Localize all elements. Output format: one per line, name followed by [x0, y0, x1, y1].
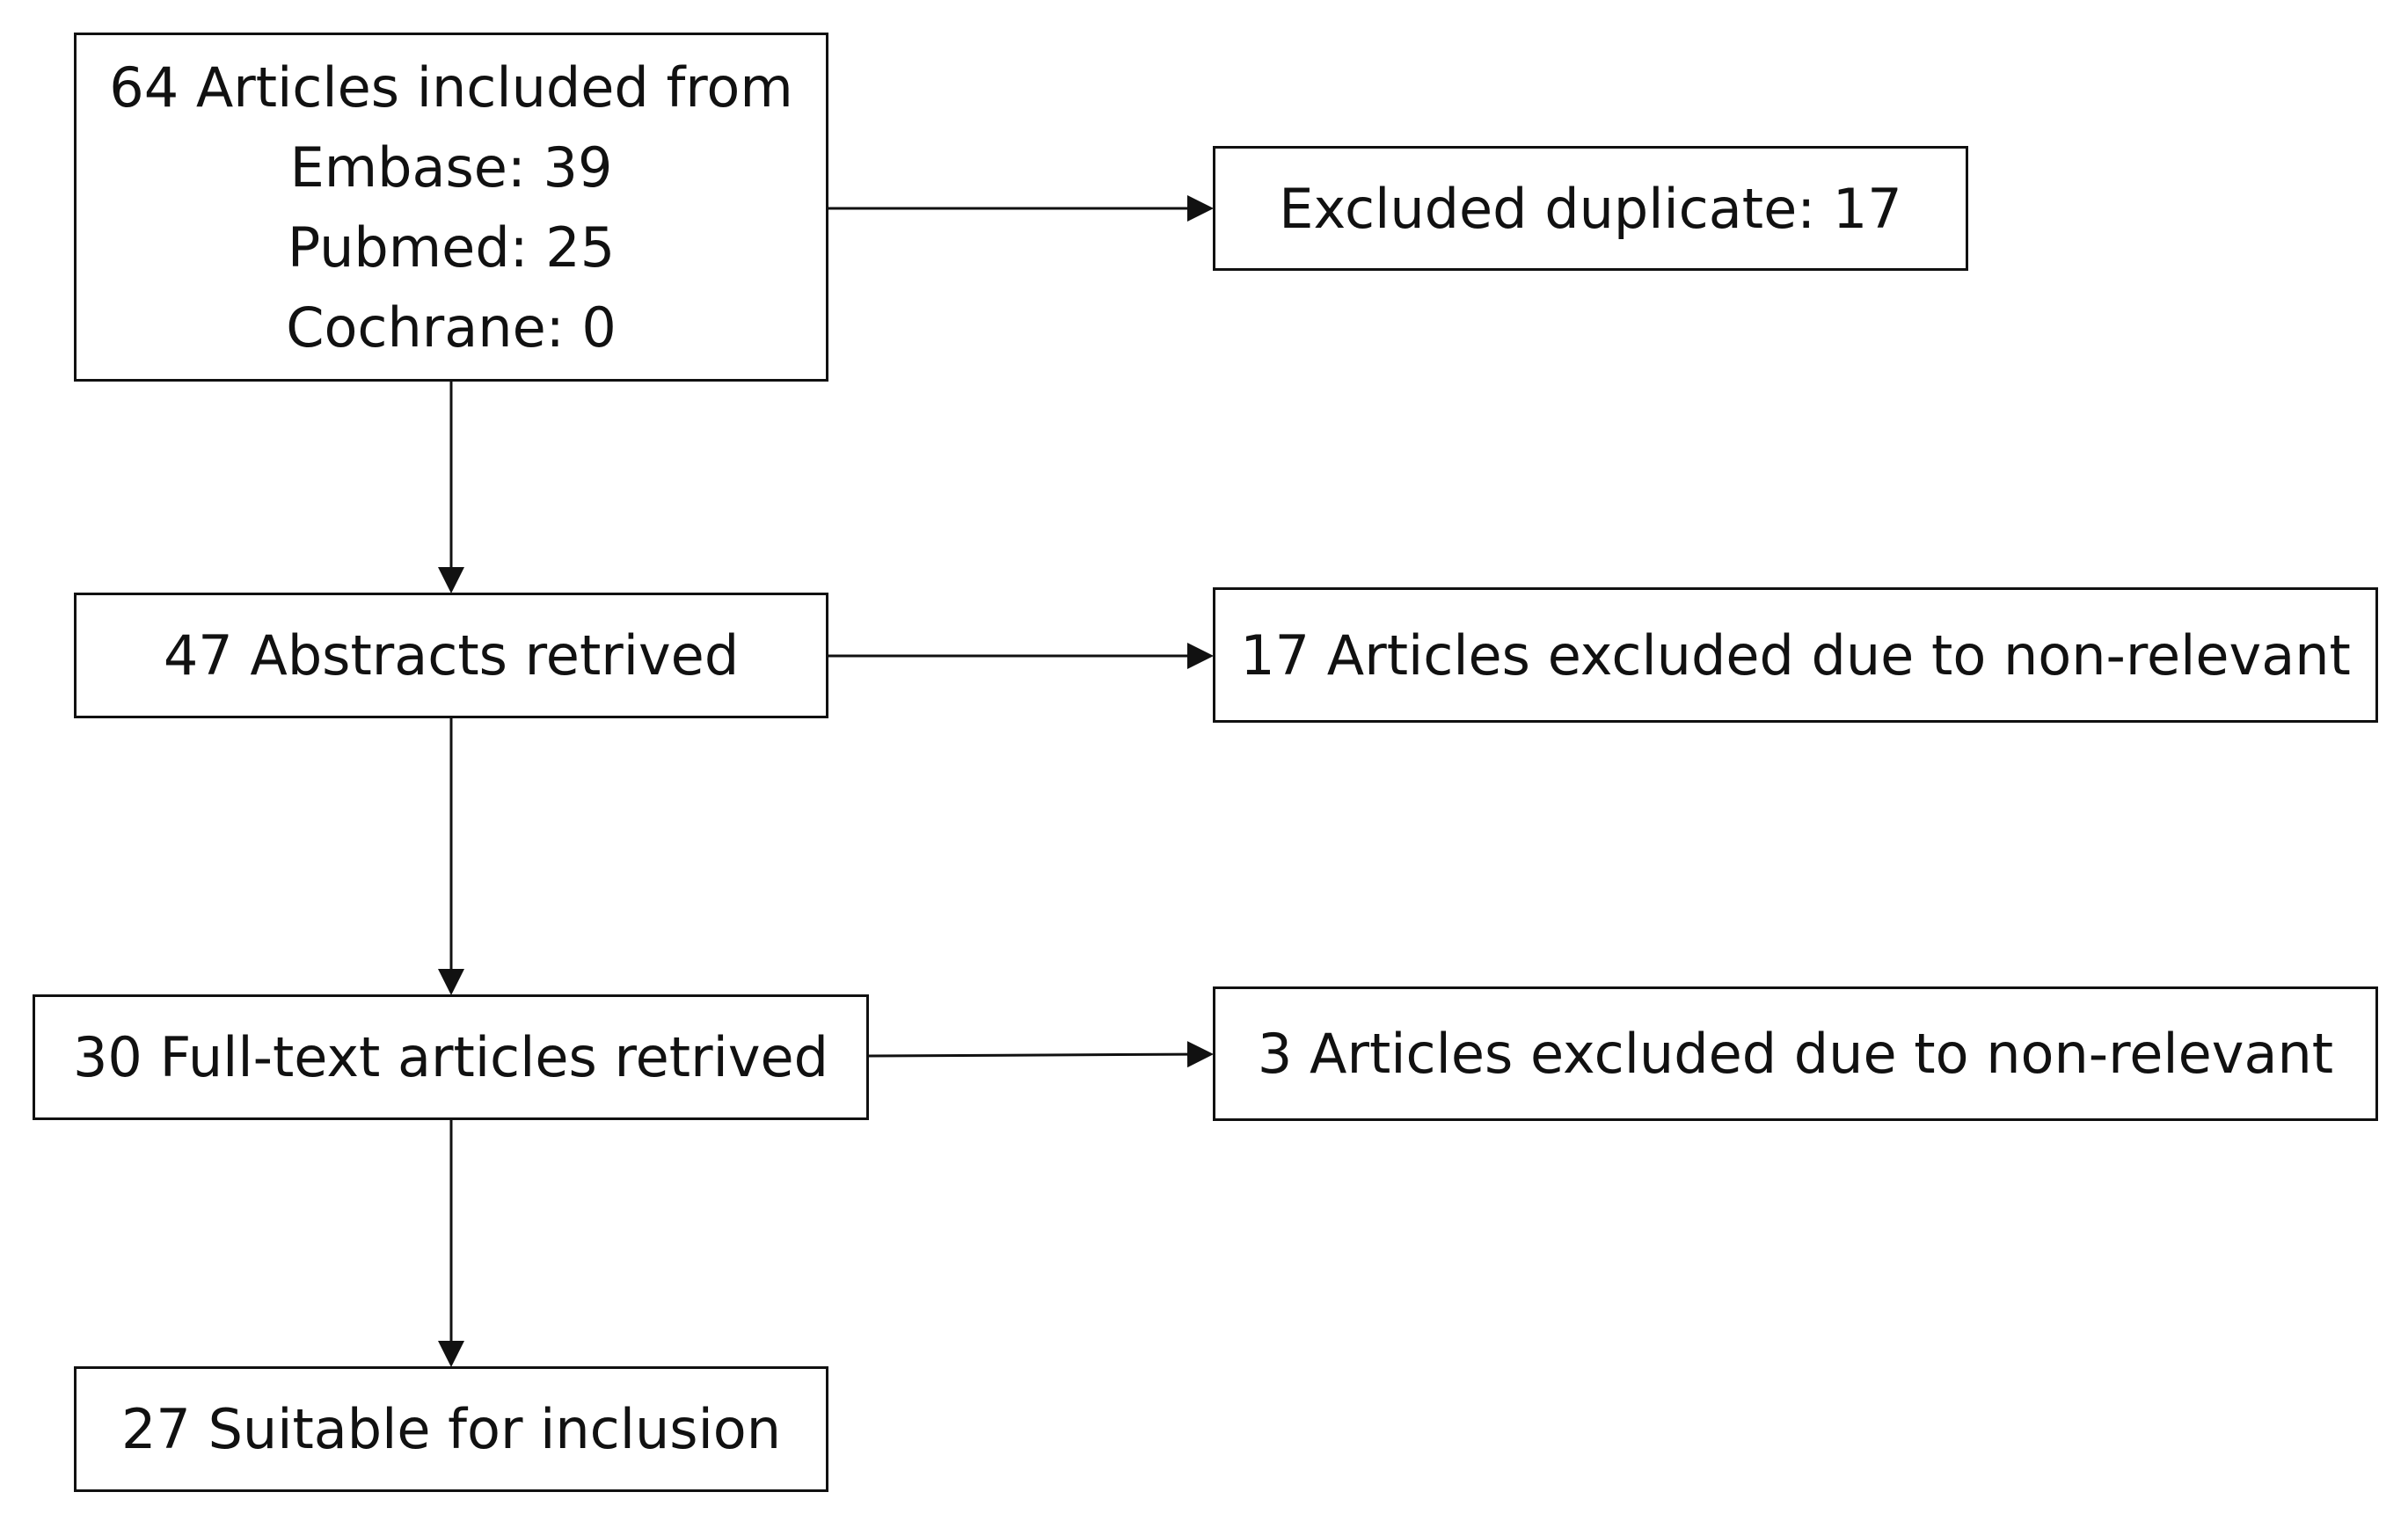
abstracts-retrieved-box: 47 Abstracts retrived — [74, 593, 828, 718]
excluded-duplicate-label: Excluded duplicate: 17 — [1279, 176, 1902, 241]
suitable-for-inclusion-box: 27 Suitable for inclusion — [74, 1366, 828, 1492]
suitable-for-inclusion-label: 27 Suitable for inclusion — [120, 1397, 782, 1461]
fulltext-retrieved-label: 30 Full-text articles retrived — [72, 1025, 829, 1089]
excluded-abstracts-label: 17 Articles excluded due to non-relevant — [1240, 622, 2351, 688]
source-articles-line-pubmed: Pubmed: 25 — [287, 215, 616, 280]
source-articles-box: 64 Articles included from Embase: 39 Pub… — [74, 33, 828, 382]
abstracts-retrieved-label: 47 Abstracts retrived — [163, 623, 740, 688]
fulltext-retrieved-box: 30 Full-text articles retrived — [33, 994, 869, 1120]
excluded-abstracts-box: 17 Articles excluded due to non-relevant — [1213, 587, 2378, 723]
source-articles-line-cochrane: Cochrane: 0 — [286, 295, 617, 360]
arrow-fulltext-to-excluded — [868, 1041, 1214, 1068]
source-articles-line-embase: Embase: 39 — [289, 135, 613, 200]
source-articles-line-total: 64 Articles included from — [109, 55, 793, 120]
excluded-fulltext-label: 3 Articles excluded due to non-relevant — [1257, 1022, 2334, 1086]
excluded-duplicate-box: Excluded duplicate: 17 — [1213, 146, 1968, 271]
excluded-fulltext-box: 3 Articles excluded due to non-relevant — [1213, 986, 2378, 1121]
